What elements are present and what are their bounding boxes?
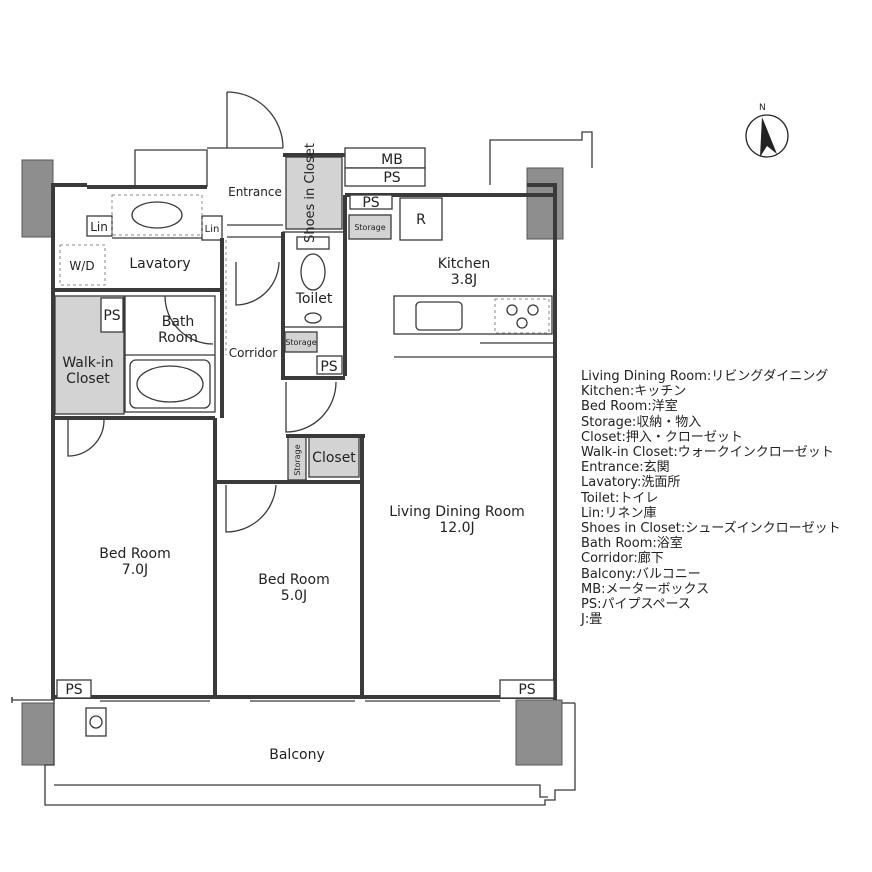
corridor-door-swing <box>235 261 280 306</box>
ps-corridor-label: PS <box>320 359 337 375</box>
bath-room-label-1: Bath <box>162 314 195 330</box>
column-bottom-right <box>515 699 563 766</box>
ps-top-box <box>344 167 426 187</box>
legend-item: Living Dining Room:リビングダイニング <box>581 369 829 384</box>
living-door-swing <box>285 381 337 433</box>
legend-item: Lavatory:洗面所 <box>581 475 681 491</box>
legend-item: Toilet:トイレ <box>581 490 659 506</box>
shoes-in-closet <box>285 156 343 230</box>
ps-balcony-left-box <box>56 679 92 699</box>
column-top-left <box>21 159 54 238</box>
bathtub <box>129 359 211 409</box>
walk-in-closet-label-2: Closet <box>66 371 110 387</box>
legend-item: Entrance:玄関 <box>581 460 670 476</box>
column-top-right <box>526 167 564 240</box>
legend-item: Bed Room:洋室 <box>581 399 678 415</box>
lin-left-label: Lin <box>90 220 108 234</box>
legend-item: MB:メーターボックス <box>581 581 710 597</box>
bathtub-basin <box>136 365 204 403</box>
mb-label: MB <box>381 152 403 168</box>
sink-basin <box>131 201 183 229</box>
fridge-space <box>399 197 443 241</box>
legend-item: Bath Room:浴室 <box>581 536 683 552</box>
ps-top-label: PS <box>383 170 400 186</box>
storage-vertical-label: Storage <box>293 444 302 475</box>
ps-balcony-right-box <box>499 679 555 699</box>
legend-item: Closet:押入・クローゼット <box>581 429 743 445</box>
lavatory-label: Lavatory <box>129 256 190 272</box>
ps-kitchen-label: PS <box>362 195 379 211</box>
bath-room-label-2: Room <box>158 330 198 346</box>
cooktop <box>494 298 550 334</box>
burner-1 <box>506 304 518 316</box>
ps-balcony-left-label: PS <box>65 682 82 698</box>
vanity-counter <box>111 194 203 236</box>
wd-label: W/D <box>69 259 94 273</box>
column-bottom-left <box>21 702 55 766</box>
legend-item: PS:パイプスペース <box>581 597 691 613</box>
toilet-sink <box>304 312 322 324</box>
storage-kitchen <box>348 214 392 240</box>
ps-bath-label: PS <box>103 308 120 324</box>
burner-2 <box>527 304 539 316</box>
legend-item: Balcony:バルコニー <box>581 566 701 582</box>
legend-item: J:畳 <box>581 612 603 628</box>
outline-entry <box>226 92 283 149</box>
ps-corridor-box <box>316 355 343 375</box>
ps-kitchen-box <box>349 194 393 210</box>
closet <box>308 436 360 478</box>
ps-balcony-right-label: PS <box>518 682 535 698</box>
balcony-rail <box>54 784 548 798</box>
entrance-door-swing <box>226 91 284 149</box>
outline-top-right <box>489 131 593 185</box>
bed2-door-swing <box>225 484 277 533</box>
kitchen-sink <box>415 301 463 331</box>
outdoor-unit-fan <box>89 715 103 729</box>
compass-n-label: N <box>759 103 766 113</box>
lin-right-label: Lin <box>205 224 220 235</box>
bath-room <box>124 295 216 413</box>
shoes-in-closet-label-1: Shoes in Closet <box>303 143 318 243</box>
toilet-bowl <box>300 253 326 291</box>
storage-kitchen-label: Storage <box>354 223 385 232</box>
bed-room-2-label: Bed Room <box>258 572 329 588</box>
kitchen-label: Kitchen <box>438 256 491 272</box>
living-dining-label: Living Dining Room <box>389 504 525 520</box>
legend-item: Kitchen:キッチン <box>581 384 687 400</box>
legend: Living Dining Room:リビングダイニング Kitchen:キッチ… <box>581 369 841 627</box>
bath-door-swing <box>164 295 214 345</box>
compass-icon: N <box>745 103 789 158</box>
living-dining-size: 12.0J <box>439 520 474 536</box>
burner-3 <box>516 317 528 329</box>
legend-item: Walk-in Closet:ウォークインクローゼット <box>581 445 834 461</box>
ps-bath-box <box>100 297 124 333</box>
legend-item: Lin:リネン庫 <box>581 505 657 521</box>
entrance-label: Entrance <box>228 185 282 199</box>
closet-label: Closet <box>312 450 356 466</box>
storage-corridor-label: Storage <box>285 338 316 347</box>
bed-room-2-size: 5.0J <box>281 588 307 604</box>
toilet-tank <box>296 236 330 250</box>
kitchen-counter <box>393 295 553 335</box>
toilet-label: Toilet <box>295 291 333 307</box>
outdoor-unit <box>85 707 107 737</box>
kitchen-size: 3.8J <box>451 272 477 288</box>
walk-in-closet-label-1: Walk-in <box>62 355 113 371</box>
wall-outer-right <box>527 183 557 700</box>
corridor-label: Corridor <box>229 346 278 360</box>
bed1-door-swing <box>67 419 105 457</box>
legend-item: Storage:収納・物入 <box>581 414 702 430</box>
balcony-label: Balcony <box>269 747 325 763</box>
outline-top-left <box>134 149 208 187</box>
balcony-outline <box>11 697 576 806</box>
bed-room-1-size: 7.0J <box>122 562 148 578</box>
legend-item: Corridor:廊下 <box>581 551 664 567</box>
r-label: R <box>416 212 426 228</box>
wall-outer-left <box>51 183 87 700</box>
legend-item: Shoes in Closet:シューズインクローゼット <box>581 521 841 537</box>
bed-room-1-label: Bed Room <box>99 546 170 562</box>
wd-area <box>59 244 106 286</box>
